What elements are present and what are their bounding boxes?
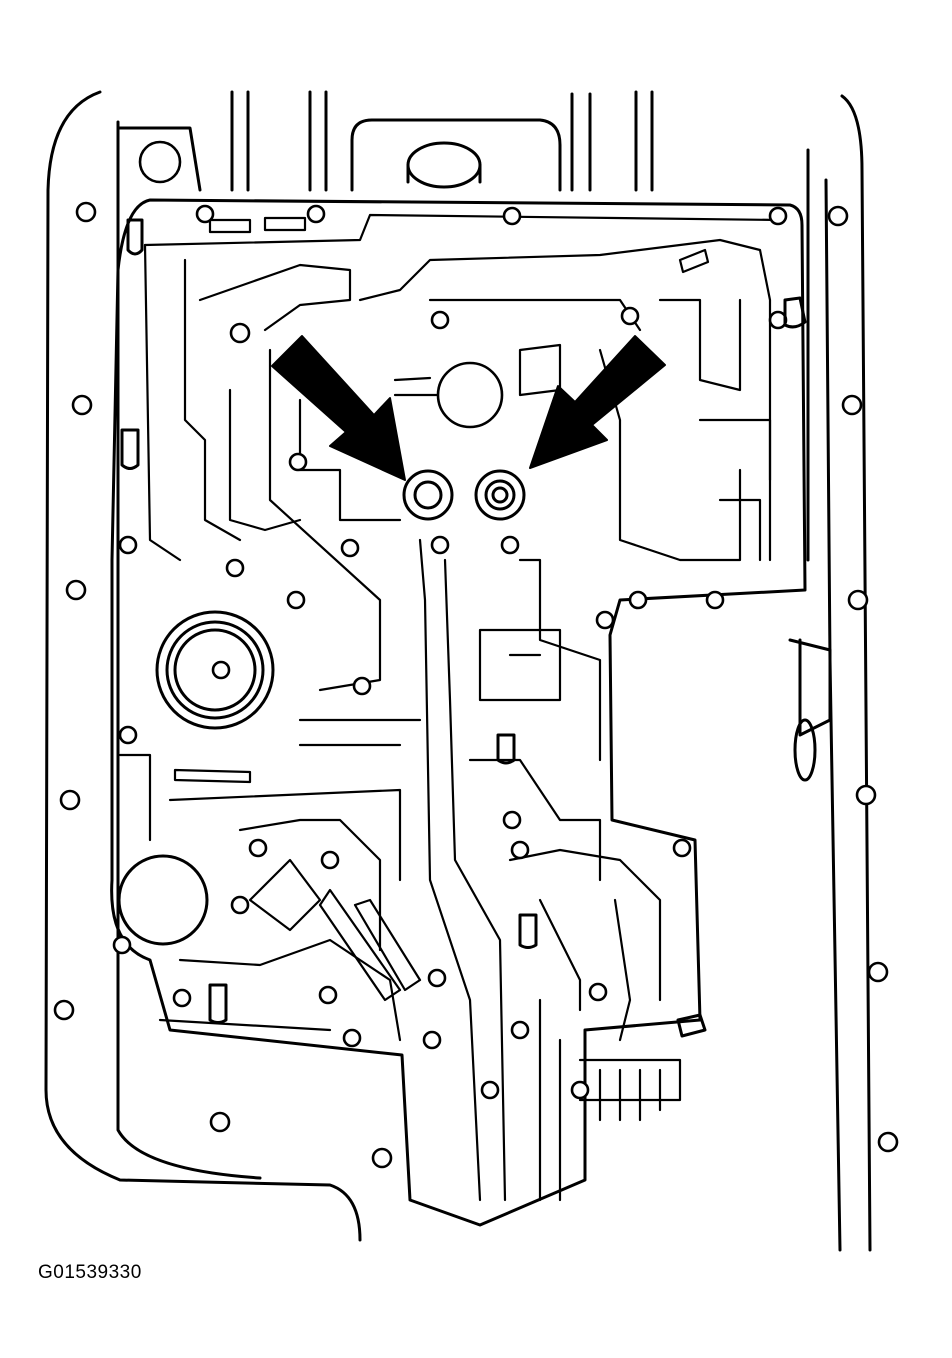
figure-id-label: G01539330 [38,1262,142,1283]
fluid-passages [118,216,772,1202]
dowel-pins [120,218,807,1038]
valve-body-plate [110,198,807,1227]
pan-bolt-holes [53,201,899,1169]
valve-body-diagram [44,90,899,1252]
pointer-arrows [271,335,666,481]
check-balls [402,469,526,521]
upper-casting [116,90,654,192]
bolt-holes [112,204,788,1100]
left-arrow-icon [271,335,406,481]
ports [117,361,832,946]
right-arrow-icon [529,335,666,469]
pan-outline [44,90,872,1252]
